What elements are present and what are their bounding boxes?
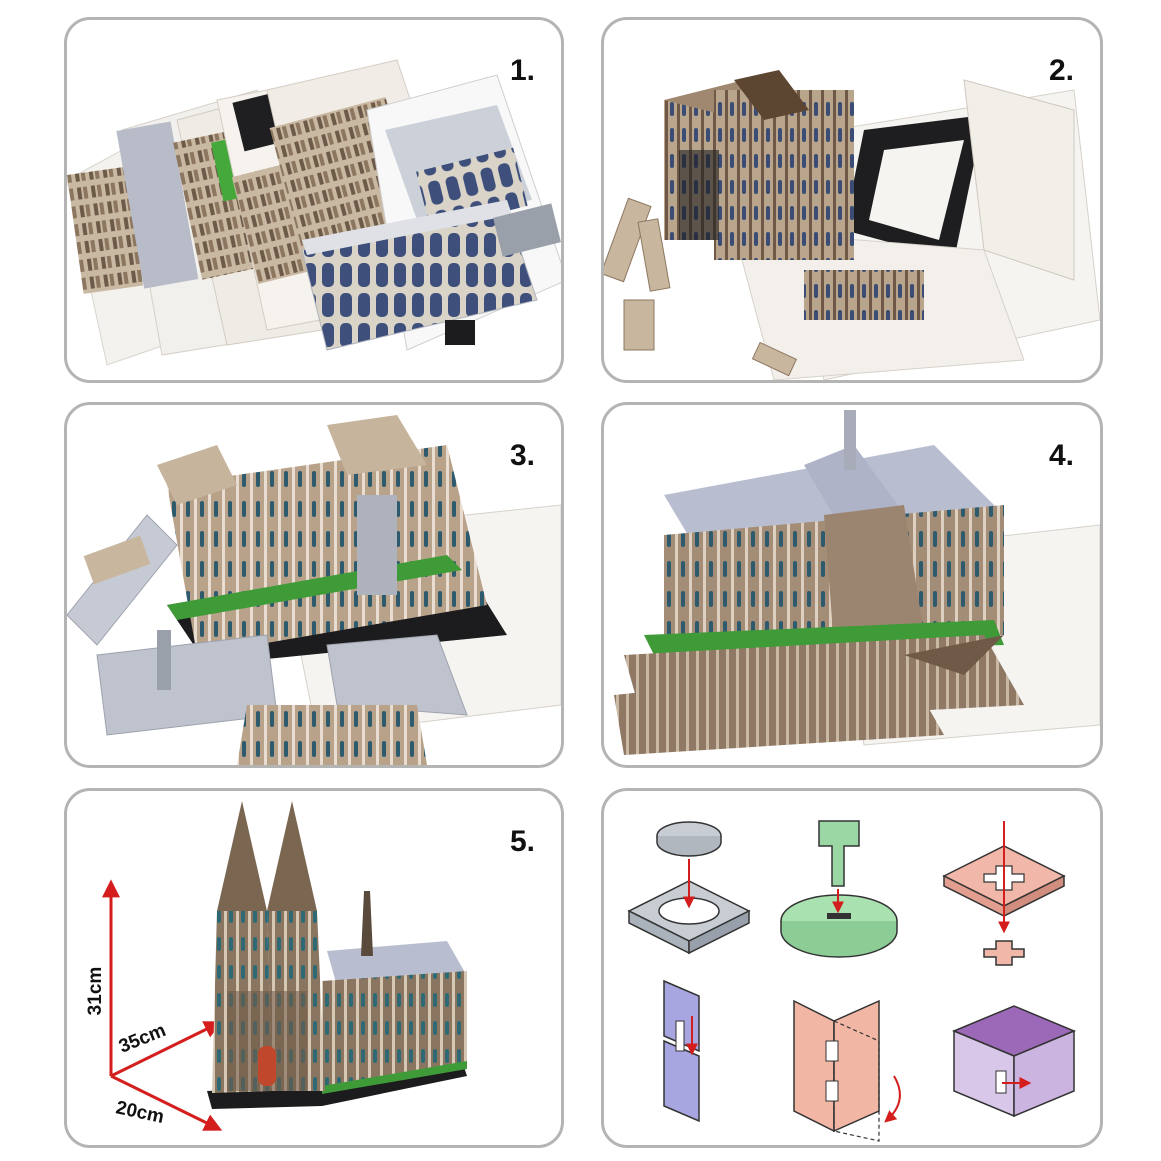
length-arrow [110,1021,223,1078]
step-2-panel: 2. [601,17,1103,383]
disc-in-square-diagram [627,821,751,955]
step-5-panel: 31cm 35cm 20cm 5. [64,788,564,1148]
height-label: 31cm [85,967,106,1016]
step-3-panel: 3. [64,402,564,768]
step-1-panel: 1. [64,17,564,383]
assembly-photo [67,415,561,765]
step-number: 1. [509,54,535,87]
step-4-panel: 4. [601,402,1103,768]
interlocking-slots-diagram [663,979,700,1123]
assembly-diagrams [627,820,1076,1142]
width-label: 20cm [114,1097,166,1128]
assembly-photo [614,410,1100,755]
step-number: 2. [1048,54,1074,87]
step-number: 3. [509,439,535,472]
fold-slot-diagram [793,999,901,1142]
box-tab-diagram [952,1005,1076,1118]
tab-in-slot-diagram [780,820,898,958]
step-number: 4. [1048,439,1074,472]
step-number: 5. [509,825,535,858]
sheets-photo [67,59,561,366]
finished-model: 31cm 35cm 20cm [85,801,467,1131]
assembly-instructions-panel [601,788,1103,1148]
assembly-photo [604,70,1100,380]
width-arrow [110,1074,223,1131]
cross-through-square-diagram [942,821,1066,966]
